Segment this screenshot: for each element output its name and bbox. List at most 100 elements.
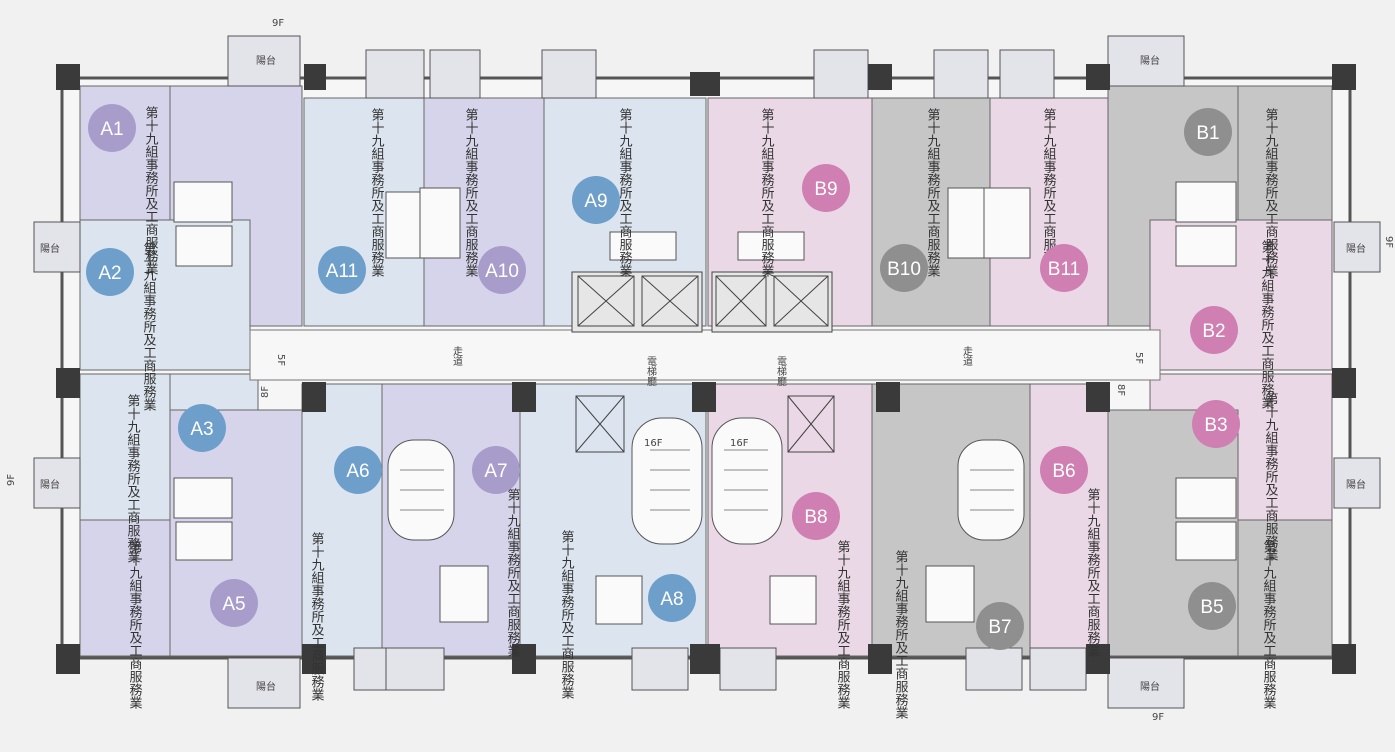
unit-badge-B10[interactable]: B10 xyxy=(880,244,928,292)
unit-badge-A1[interactable]: A1 xyxy=(88,104,136,152)
unit-badge-A5[interactable]: A5 xyxy=(210,579,258,627)
unit-badge-A11[interactable]: A11 xyxy=(318,246,366,294)
unit-B6-area xyxy=(1029,383,1109,657)
unit-usage-B7: 第十九組事務所及工商服務業 xyxy=(893,550,909,719)
unit-badge-label: B6 xyxy=(1052,461,1075,482)
stair-level-left: 16F xyxy=(644,438,663,449)
unit-badge-circle xyxy=(880,244,928,292)
unit-badge-B2[interactable]: B2 xyxy=(1190,306,1238,354)
balcony-label: 陽台 xyxy=(40,478,60,491)
unit-usage-B9: 第十九組事務所及工商服務業 xyxy=(759,108,775,277)
unit-badge-label: B10 xyxy=(887,259,921,280)
balcony-label: 陽台 xyxy=(256,54,276,67)
balcony-label: 陽台 xyxy=(1346,478,1366,491)
unit-usage-A1: 第十九組事務所及工商服務業 xyxy=(143,106,159,275)
unit-badge-circle xyxy=(1040,244,1088,292)
unit-badge-label: A3 xyxy=(190,419,213,440)
unit-badge-circle xyxy=(648,574,696,622)
balcony-label: 陽台 xyxy=(256,680,276,693)
unit-usage-A7: 第十九組事務所及工商服務業 xyxy=(505,488,521,657)
unit-badge-circle xyxy=(976,602,1024,650)
floor-mark-9f-bottom: 9F xyxy=(1152,712,1164,723)
unit-badge-B3[interactable]: B3 xyxy=(1192,400,1240,448)
unit-badge-label: A10 xyxy=(485,261,519,282)
balcony-label: 陽台 xyxy=(1140,680,1160,693)
unit-badge-circle xyxy=(472,446,520,494)
unit-badge-circle xyxy=(318,246,366,294)
unit-badge-B7[interactable]: B7 xyxy=(976,602,1024,650)
unit-badge-B6[interactable]: B6 xyxy=(1040,446,1088,494)
unit-usage-A8: 第十九組事務所及工商服務業 xyxy=(559,530,575,699)
unit-badge-label: B11 xyxy=(1048,259,1080,280)
corridor-label-left: 走道 xyxy=(451,346,463,366)
unit-badge-circle xyxy=(334,446,382,494)
balcony-label: 陽台 xyxy=(1140,54,1160,67)
floor-mark-8f-left: 8F xyxy=(260,386,271,398)
unit-usage-B3: 第十九組事務所及工商服務業 xyxy=(1263,392,1279,561)
unit-badge-label: B8 xyxy=(804,507,827,528)
unit-badge-B9[interactable]: B9 xyxy=(802,164,850,212)
unit-usage-A6: 第十九組事務所及工商服務業 xyxy=(309,532,325,701)
unit-badge-circle xyxy=(178,404,226,452)
floor-mark-5f-right: 5F xyxy=(1133,352,1144,364)
unit-badge-A6[interactable]: A6 xyxy=(334,446,382,494)
unit-usage-B1: 第十九組事務所及工商服務業 xyxy=(1263,108,1279,277)
unit-badge-label: A1 xyxy=(100,119,123,140)
unit-badge-label: A6 xyxy=(346,461,369,482)
unit-badge-label: B7 xyxy=(988,617,1011,638)
central-corridor xyxy=(249,329,1161,381)
unit-usage-B6: 第十九組事務所及工商服務業 xyxy=(1085,488,1101,657)
unit-badge-A7[interactable]: A7 xyxy=(472,446,520,494)
unit-badge-B1[interactable]: B1 xyxy=(1184,108,1232,156)
unit-usage-A9: 第十九組事務所及工商服務業 xyxy=(617,108,633,277)
unit-usage-A5: 第十九組事務所及工商服務業 xyxy=(127,540,143,709)
corridor-label-right: 走道 xyxy=(961,346,973,366)
elevator-core xyxy=(571,271,835,453)
unit-badge-label: B9 xyxy=(814,179,837,200)
unit-usage-A3: 第十九組事務所及工商服務業 xyxy=(125,394,141,563)
structural-columns xyxy=(56,64,1356,674)
unit-badge-A8[interactable]: A8 xyxy=(648,574,696,622)
unit-badge-circle xyxy=(1184,108,1232,156)
unit-badge-circle xyxy=(478,246,526,294)
stair-treads xyxy=(400,449,1014,511)
unit-badge-label: A11 xyxy=(326,261,358,282)
unit-badge-B11[interactable]: B11 xyxy=(1040,244,1088,292)
unit-usage-B10: 第十九組事務所及工商服務業 xyxy=(925,108,941,277)
unit-badge-label: A7 xyxy=(484,461,507,482)
unit-badge-label: B1 xyxy=(1196,123,1219,144)
unit-badge-circle xyxy=(1192,400,1240,448)
unit-badge-A2[interactable]: A2 xyxy=(86,248,134,296)
unit-usage-B5: 第十九組事務所及工商服務業 xyxy=(1261,540,1277,709)
unit-badge-label: A2 xyxy=(98,263,121,284)
stair-level-right: 16F xyxy=(730,438,749,449)
unit-badge-label: A9 xyxy=(584,191,607,212)
unit-badge-label: B3 xyxy=(1204,415,1227,436)
unit-badge-A10[interactable]: A10 xyxy=(478,246,526,294)
unit-usage-A11: 第十九組事務所及工商服務業 xyxy=(369,108,385,277)
unit-badge-circle xyxy=(88,104,136,152)
unit-badge-A3[interactable]: A3 xyxy=(178,404,226,452)
unit-usage-B2: 第十九組事務所及工商服務業 xyxy=(1259,240,1275,409)
lobby-label-right: 電梯廳 xyxy=(775,356,787,387)
balconies xyxy=(33,35,1381,709)
unit-badge-circle xyxy=(86,248,134,296)
unit-badge-circle xyxy=(572,176,620,224)
unit-usage-B8: 第十九組事務所及工商服務業 xyxy=(835,540,851,709)
unit-badge-B8[interactable]: B8 xyxy=(792,492,840,540)
unit-badge-B5[interactable]: B5 xyxy=(1188,582,1236,630)
lobby-label-left: 電梯廳 xyxy=(645,356,657,387)
unit-badge-label: B2 xyxy=(1202,321,1225,342)
unit-badge-circle xyxy=(1190,306,1238,354)
unit-badge-label: A5 xyxy=(222,594,245,615)
unit-usage-A2: 第十九組事務所及工商服務業 xyxy=(141,242,157,411)
unit-usage-B11: 第十九組事務所及工商服務業 xyxy=(1041,108,1057,277)
floor-mark-5f-left: 5F xyxy=(275,354,286,366)
unit-badge-circle xyxy=(1040,446,1088,494)
unit-badge-label: B5 xyxy=(1200,597,1223,618)
floor-mark-8f-right: 8F xyxy=(1115,384,1126,396)
unit-badge-circle xyxy=(210,579,258,627)
floor-mark-9f-left: 9F xyxy=(6,474,17,486)
unit-badge-A9[interactable]: A9 xyxy=(572,176,620,224)
